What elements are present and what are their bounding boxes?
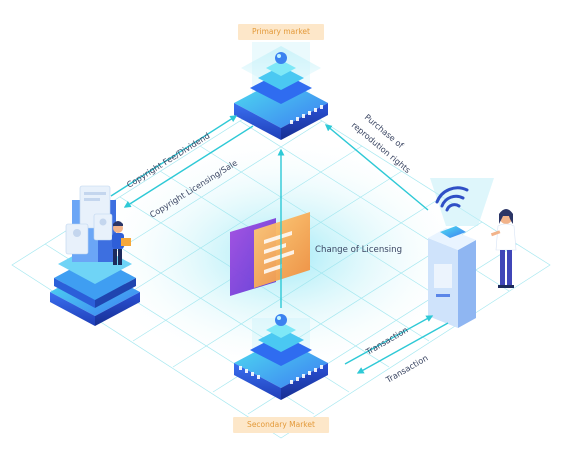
primary-market-tag: Primary market xyxy=(238,24,324,40)
person-right-icon xyxy=(490,209,517,288)
document-stack-icon xyxy=(50,185,140,326)
arrow-transaction-up xyxy=(344,315,434,365)
secondary-market-server-icon xyxy=(234,314,328,400)
primary-market-server-icon xyxy=(234,42,328,140)
label-change-licensing: Change of Licensing xyxy=(315,245,402,255)
atm-terminal-icon xyxy=(428,178,494,328)
arrows xyxy=(110,115,449,374)
license-cards-icon xyxy=(230,212,310,296)
arrow-purchase-rights xyxy=(324,124,429,211)
arrow-licensing-sale xyxy=(123,125,254,208)
wifi-icon xyxy=(435,186,469,212)
secondary-market-tag: Secondary Market xyxy=(233,417,329,433)
arrow-transaction-down xyxy=(356,322,449,374)
person-left-icon xyxy=(112,221,131,265)
arrow-fee-dividend xyxy=(110,115,238,197)
